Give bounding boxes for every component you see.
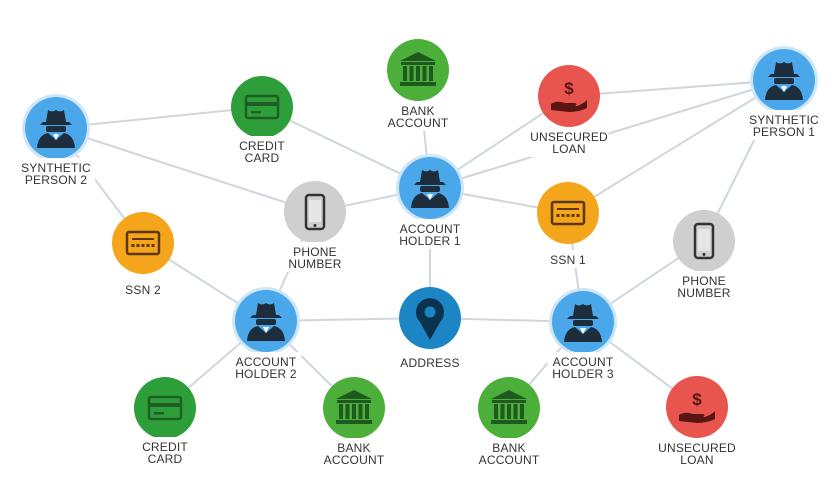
- node-label-line: SYNTHETIC: [21, 161, 91, 175]
- svg-text:$: $: [692, 390, 702, 409]
- node-label-line: ACCOUNT: [400, 222, 461, 236]
- node-label-bg: [744, 110, 824, 140]
- edge-loan_top-sp1: [568, 79, 785, 97]
- node-label-bg: [398, 353, 462, 371]
- spy-icon: [564, 304, 602, 342]
- node-label-line: SSN 2: [125, 283, 161, 297]
- node-label-bg: [657, 438, 737, 468]
- ssn-card-icon: [550, 200, 586, 226]
- node-label-line: PHONE: [293, 245, 337, 259]
- spy-icon: [411, 170, 449, 208]
- node-label-bg: [287, 242, 343, 272]
- node-label-bg: [137, 437, 193, 467]
- loan-icon: $: [551, 79, 587, 112]
- node-label-line: LOAN: [680, 453, 713, 467]
- node-label-line: CREDIT: [239, 139, 285, 153]
- node-label-line: PERSON 2: [25, 173, 87, 187]
- node-label-line: CARD: [148, 452, 183, 466]
- loan-circle: [538, 65, 600, 127]
- node-label-line: ADDRESS: [400, 356, 459, 370]
- node-label-line: ACCOUNT: [324, 453, 385, 467]
- node-label-bg: [394, 219, 466, 249]
- node-ssn2: SSN 2: [112, 212, 174, 298]
- loan-circle: [666, 376, 728, 438]
- spy-icon: [247, 303, 285, 341]
- node-label-line: UNSECURED: [530, 130, 608, 144]
- node-label-line: NUMBER: [288, 257, 341, 271]
- node-label-bg: [676, 271, 732, 301]
- node-label-line: CARD: [245, 151, 280, 165]
- ssn-circle: [537, 182, 599, 244]
- node-label-line: BANK: [401, 104, 434, 118]
- node-label-line: HOLDER 1: [399, 234, 461, 248]
- card-circle: [231, 76, 293, 138]
- node-label-line: SSN 1: [550, 253, 586, 267]
- node-label-line: ACCOUNT: [553, 355, 614, 369]
- node-label-line: UNSECURED: [658, 441, 736, 455]
- node-label-bg: [544, 250, 592, 268]
- bank-icon: [336, 390, 372, 424]
- node-label-line: SYNTHETIC: [749, 113, 819, 127]
- node-label-line: PERSON 1: [753, 125, 815, 139]
- node-ssn1: SSN 1: [537, 182, 599, 268]
- node-label-bg: [234, 136, 290, 166]
- node-label-bg: [547, 352, 619, 382]
- node-label-bg: [529, 127, 609, 157]
- credit-card-icon: [147, 395, 183, 421]
- node-label-bg: [322, 438, 386, 468]
- phone-icon: [693, 222, 715, 260]
- ssn-card-icon: [125, 230, 161, 256]
- bank-icon: [491, 390, 527, 424]
- ssn-circle: [112, 212, 174, 274]
- spy-icon: [37, 110, 75, 148]
- node-label-line: HOLDER 3: [552, 367, 614, 381]
- edge-sp2-cc_top: [55, 106, 263, 129]
- edge-sp2-phone_mid: [55, 127, 316, 213]
- phone-icon: [304, 193, 326, 231]
- node-label-line: BANK: [337, 441, 370, 455]
- node-label-bg: [16, 158, 96, 188]
- node-label-line: BANK: [492, 441, 525, 455]
- edge-sp1-ssn1: [567, 79, 785, 214]
- bank-icon: [400, 52, 436, 86]
- card-circle: [134, 377, 196, 439]
- node-label-line: HOLDER 2: [235, 367, 297, 381]
- credit-card-icon: [244, 94, 280, 120]
- node-label-line: PHONE: [682, 274, 726, 288]
- node-label-line: CREDIT: [142, 440, 188, 454]
- node-label-line: ACCOUNT: [388, 116, 449, 130]
- spy-icon: [765, 62, 803, 100]
- node-label-line: ACCOUNT: [479, 453, 540, 467]
- node-label-line: NUMBER: [677, 286, 730, 300]
- node-label-line: ACCOUNT: [236, 355, 297, 369]
- svg-text:$: $: [564, 79, 574, 98]
- loan-icon: $: [679, 390, 715, 423]
- node-label-bg: [477, 438, 541, 468]
- node-label-bg: [386, 101, 450, 131]
- node-label-bg: [230, 352, 302, 382]
- map-pin-icon: [416, 298, 444, 340]
- node-address: ADDRESS: [398, 287, 462, 371]
- node-label-bg: [119, 280, 167, 298]
- node-label-line: LOAN: [552, 142, 585, 156]
